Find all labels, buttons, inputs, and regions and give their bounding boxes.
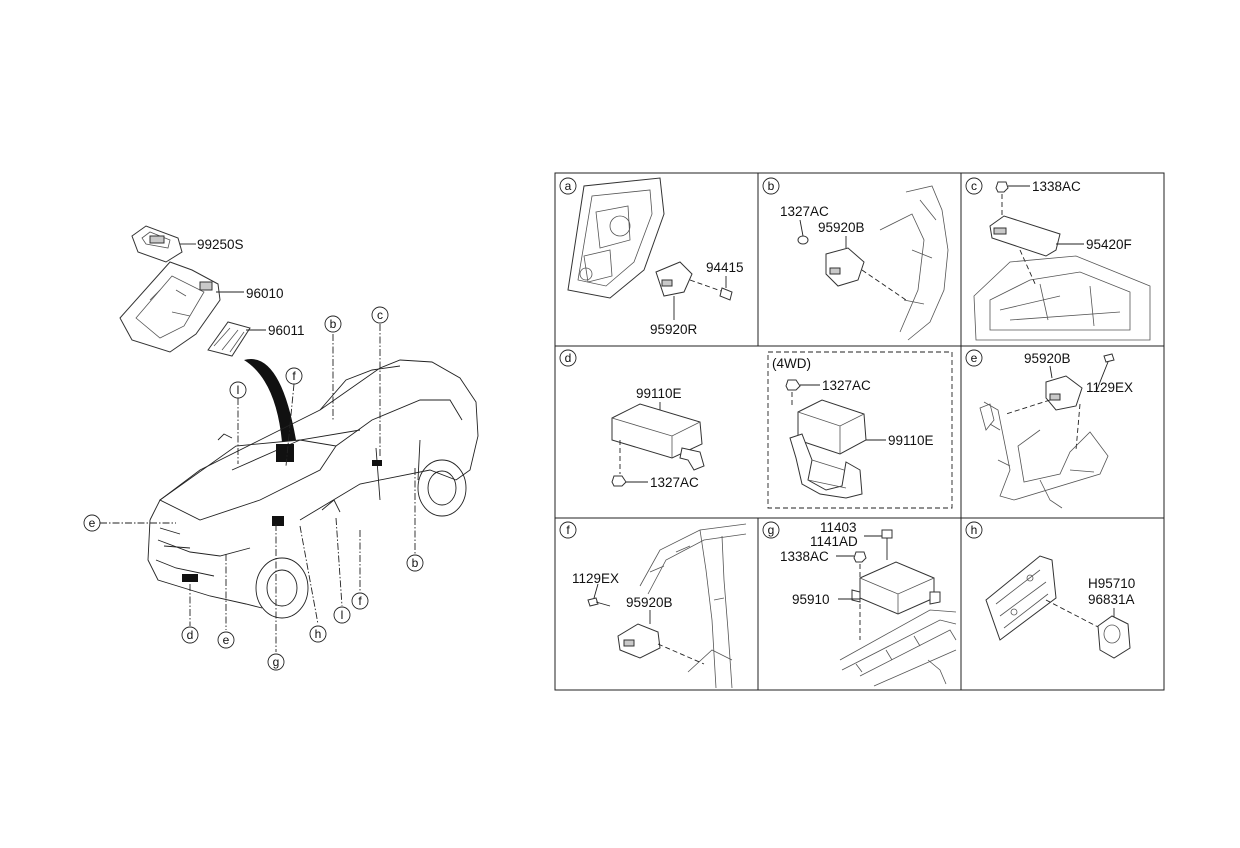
label-1338ac-c: 1338AC [1032,179,1081,194]
b-pillar-illustration [639,523,747,689]
label-95920b-e: 95920B [1024,351,1071,366]
bolt-1129ex-f-icon [587,597,611,607]
vehicle-outline [147,359,479,619]
callout-h: h [315,627,322,641]
label-1129ex-e: 1129EX [1086,380,1133,395]
callout-f-top: f [292,369,296,383]
bracket-panel-illustration [985,555,1057,641]
panel-e-key: e [971,351,978,365]
panel-b-key: b [768,179,775,193]
pillar-structure-illustration [879,185,949,341]
panel-f-key: f [566,523,570,537]
label-96011: 96011 [268,323,305,338]
callout-leaders [100,324,416,652]
sub-panel-4wd [767,351,953,509]
sub-panel-4wd-title: (4WD) [772,356,811,371]
sensor-95920b-e-illustration [1045,375,1083,411]
module-99110e-4wd-illustration [789,399,867,499]
label-96831a: 96831A [1088,592,1135,607]
part-96011-illustration [207,321,266,357]
label-1327ac-4wd: 1327AC [822,378,871,393]
label-95920r: 95920R [650,322,698,337]
callout-b-top: b [330,317,337,331]
sensor-95920b-f-illustration [617,623,661,659]
floor-pan-illustration [973,255,1151,341]
part-96010-illustration [119,261,244,353]
callout-b-bottom: b [412,556,419,570]
floor-tunnel-illustration [839,609,957,687]
panel-h-key: h [971,523,978,537]
nut-1327ac-4wd-icon [785,379,801,391]
callout-f-bottom: f [358,594,362,608]
label-94415: 94415 [706,260,744,275]
callout-c: c [377,308,383,322]
label-1141ad: 1141AD [810,534,858,549]
label-99110e-4wd: 99110E [888,433,934,448]
module-99110e-d-illustration [611,403,705,471]
panel-h: h H95710 96831A [965,521,1135,659]
panel-grid [554,172,1165,691]
panel-c-key: c [971,179,977,193]
panel-a: a 94415 95920R [559,177,744,337]
label-99250s: 99250S [197,237,244,252]
bolt-1129ex-e-icon [1095,353,1115,393]
label-11403: 11403 [820,520,857,535]
sensor-95920r-illustration [655,261,693,297]
label-95420f: 95420F [1086,237,1132,252]
nut-1338ac-c-icon [995,181,1009,193]
label-95920b-f: 95920B [626,595,673,610]
module-95420f-illustration [989,215,1061,257]
overview-illustration: 99250S 96010 96011 [83,225,479,671]
part-99250s-illustration [131,225,196,263]
label-h95710: H95710 [1088,576,1135,591]
label-95920b-b: 95920B [818,220,865,235]
pointer-arrow [244,359,296,442]
label-99110e-d: 99110E [636,386,682,401]
panel-c: c 1338AC 95420F [965,177,1151,341]
label-1338ac-g: 1338AC [780,549,829,564]
callout-e-bottom: e [223,633,230,647]
panel-b: b 1327AC 95920B [762,177,949,341]
callout-l-top: l [237,383,240,397]
bolt-11403-icon [881,529,893,560]
nut-1327ac-d-icon [611,475,627,487]
callout-l-bottom: l [341,608,344,622]
panel-e: e 95920B 1129EX [965,349,1133,509]
overview-callouts: l f b c e b d e g h l f [83,306,424,671]
callout-d: d [187,628,194,642]
label-1129ex-f: 1129EX [572,571,619,586]
sensor-h95710-illustration [1097,615,1131,659]
callout-g: g [273,655,280,669]
panel-g-key: g [768,523,775,537]
panel-g: g 11403 1141AD 1338AC 95910 [762,520,957,687]
callout-e-left: e [89,516,96,530]
nut-1338ac-g-icon [853,551,867,563]
label-96010: 96010 [246,286,284,301]
panel-d: d 99110E 1327AC (4WD) 1327AC 99110E [559,349,953,509]
label-95910: 95910 [792,592,830,607]
bolt-94415-icon [719,287,733,301]
door-module-illustration [567,177,665,299]
panel-a-key: a [565,179,572,193]
radiator-support-illustration [979,401,1109,509]
label-1327ac-b: 1327AC [780,204,829,219]
panel-f: f 1129EX 95920B [559,521,747,689]
acu-95910-illustration [851,561,941,615]
panel-d-key: d [565,351,572,365]
sensor-95920b-b-illustration [825,247,865,287]
label-1327ac-d: 1327AC [650,475,699,490]
